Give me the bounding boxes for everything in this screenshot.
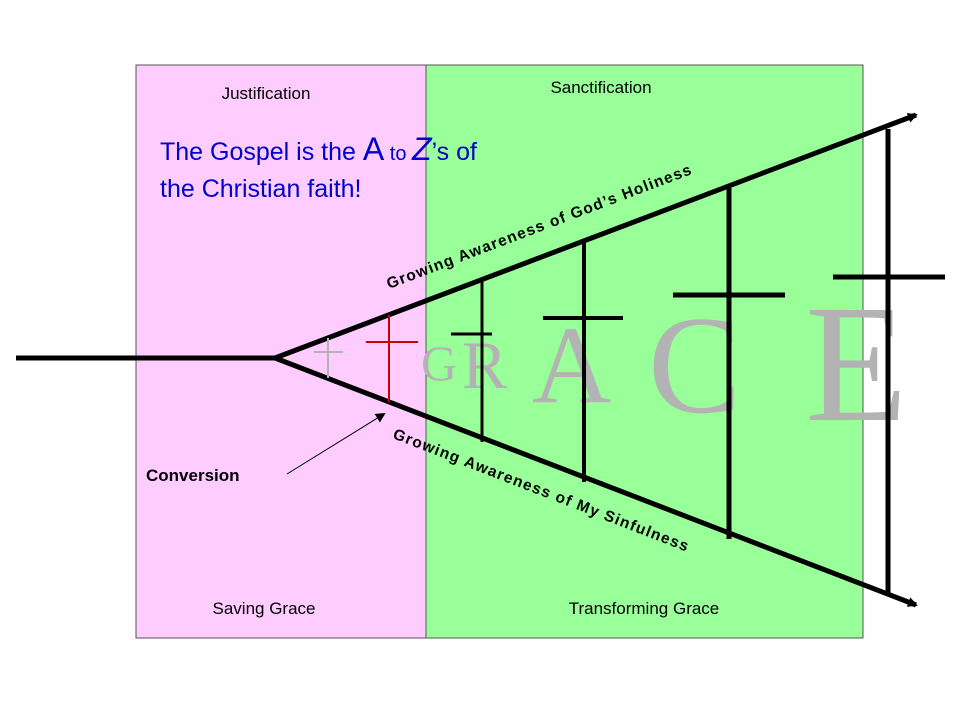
headline-line-2: the Christian faith!	[160, 175, 362, 203]
cross-4	[543, 243, 623, 482]
justification-panel	[135, 64, 427, 639]
headline-line-1: The Gospel is the A to Z’s of	[160, 131, 477, 167]
headline-pre: The Gospel is the	[160, 138, 363, 166]
cross-2	[366, 315, 418, 402]
justification-heading: Justification	[222, 84, 311, 103]
grace-letter-a: A	[532, 304, 611, 426]
headline-to: to	[384, 143, 412, 165]
sinfulness-arrow	[274, 355, 918, 608]
headline-post: ’s of	[432, 138, 477, 166]
cross-6	[833, 129, 945, 596]
conversion-pointer	[286, 412, 386, 475]
conversion-label: Conversion	[146, 466, 240, 485]
cross-1	[314, 338, 343, 378]
headline-letter-a: A	[363, 131, 385, 167]
grace-letter-e: E	[805, 271, 908, 457]
grace-letter-g: G	[421, 335, 457, 391]
holiness-arrow	[274, 112, 918, 361]
transforming-grace-label: Transforming Grace	[569, 599, 720, 618]
cross-5	[673, 188, 785, 539]
grace-letter-r: R	[462, 327, 508, 403]
grace-letters: G R A C E	[421, 271, 908, 457]
saving-grace-label: Saving Grace	[213, 599, 316, 618]
headline-letter-z: Z	[411, 131, 433, 167]
sanctification-heading: Sanctification	[550, 78, 651, 97]
cross-3	[451, 282, 492, 442]
grace-letter-c: C	[648, 288, 741, 443]
